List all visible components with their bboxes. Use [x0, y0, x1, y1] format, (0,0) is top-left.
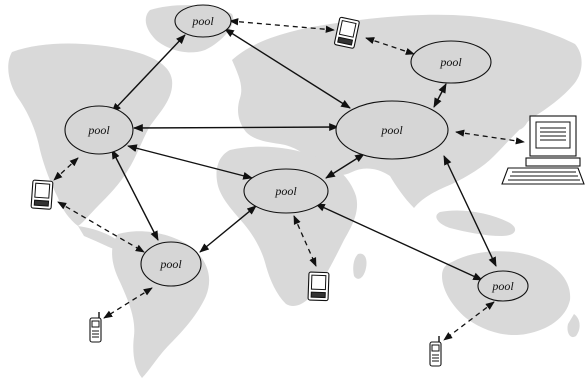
pda-icon — [334, 16, 360, 49]
dlink-pdawest-sa — [57, 201, 145, 253]
dlink-na-pdawest — [53, 157, 79, 181]
pool-node-africa: pool — [243, 168, 329, 214]
dlink-africa-pda — [293, 215, 317, 267]
link-na-sa — [111, 149, 159, 241]
map-madagascar — [353, 253, 367, 279]
pool-label: pool — [274, 184, 297, 198]
pool-node-asia: pool — [410, 40, 492, 84]
link-eurasia-asia — [433, 83, 447, 108]
pool-label: pool — [159, 257, 182, 271]
pool-node-north-america: pool — [64, 105, 134, 155]
pda-icon — [307, 271, 330, 302]
pool-node-north: pool — [174, 4, 232, 38]
devices — [30, 16, 585, 367]
dlink-sa-phone — [103, 287, 153, 319]
solid-links — [111, 28, 497, 281]
map-new-zealand — [567, 314, 580, 338]
pda-icon — [30, 179, 54, 210]
link-africa-sa — [199, 205, 257, 253]
dlink-aus-phone — [443, 301, 495, 341]
link-eurasia-aus — [443, 155, 497, 267]
computer-icon — [501, 115, 585, 185]
cellphone-icon — [89, 312, 102, 343]
pool-label: pool — [191, 14, 214, 28]
pool-label: pool — [87, 123, 110, 137]
link-north-na — [111, 34, 186, 113]
link-na-eurasia — [133, 123, 339, 132]
dashed-links — [53, 18, 525, 341]
cellphone-icon — [429, 336, 442, 367]
link-north-eurasia — [224, 28, 351, 109]
pool-node-australia: pool — [477, 270, 529, 302]
pool-label: pool — [380, 123, 403, 137]
map-japan — [513, 98, 532, 130]
dlink-eurasia-computer — [455, 129, 525, 145]
pool-nodes: pool pool pool pool pool pool pool — [64, 4, 529, 302]
link-africa-aus — [315, 203, 483, 281]
pool-node-eurasia: pool — [335, 100, 449, 160]
link-africa-eurasia — [325, 153, 365, 179]
pool-node-south-america: pool — [140, 241, 202, 287]
pool-label: pool — [439, 55, 462, 69]
pool-label: pool — [491, 279, 514, 293]
